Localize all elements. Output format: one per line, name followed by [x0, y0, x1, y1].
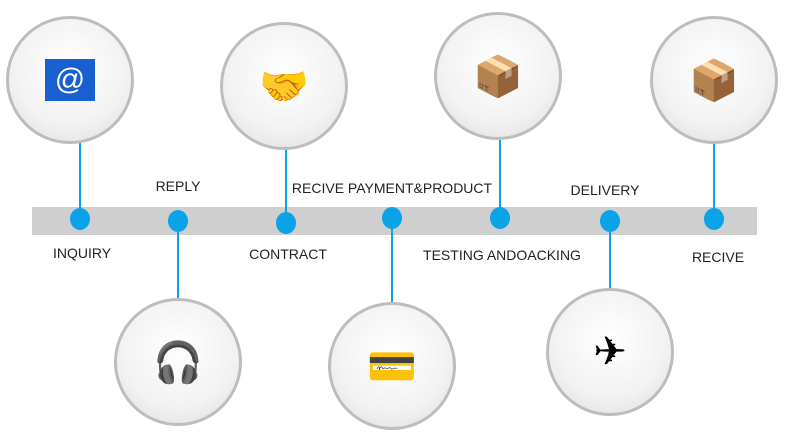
step-label-delivery: DELIVERY: [570, 182, 640, 198]
connector-line: [609, 221, 611, 291]
step-dot-recive: [704, 208, 724, 230]
step-label-reply: REPLY: [155, 178, 201, 194]
payment-card-icon: 💳: [328, 302, 456, 430]
connector-line: [79, 140, 81, 220]
meeting-table-icon: 🤝: [220, 22, 348, 150]
step-dot-contract: [276, 212, 296, 234]
step-dot-payment: [382, 207, 402, 229]
call-center-icon: 🎧: [114, 298, 242, 426]
step-dot-delivery: [600, 210, 620, 232]
handover-package-icon: 📦: [650, 16, 778, 144]
step-dot-reply: [168, 210, 188, 232]
connector-line: [285, 148, 287, 223]
step-label-testing: TESTING ANDOACKING: [423, 247, 581, 263]
connector-line: [391, 218, 393, 304]
step-label-inquiry: INQUIRY: [52, 245, 112, 261]
step-label-recive: RECIVE: [691, 249, 745, 265]
step-label-payment: RECIVE PAYMENT&PRODUCT: [291, 180, 493, 196]
measuring-boxes-icon: 📦: [434, 12, 562, 140]
step-dot-inquiry: [70, 208, 90, 230]
connector-line: [499, 140, 501, 218]
step-dot-testing: [490, 207, 510, 229]
email-person-icon: @: [6, 16, 134, 144]
step-label-contract: CONTRACT: [249, 246, 327, 262]
connector-line: [713, 142, 715, 219]
connector-line: [177, 221, 179, 299]
plane-globe-icon: ✈: [546, 288, 674, 416]
